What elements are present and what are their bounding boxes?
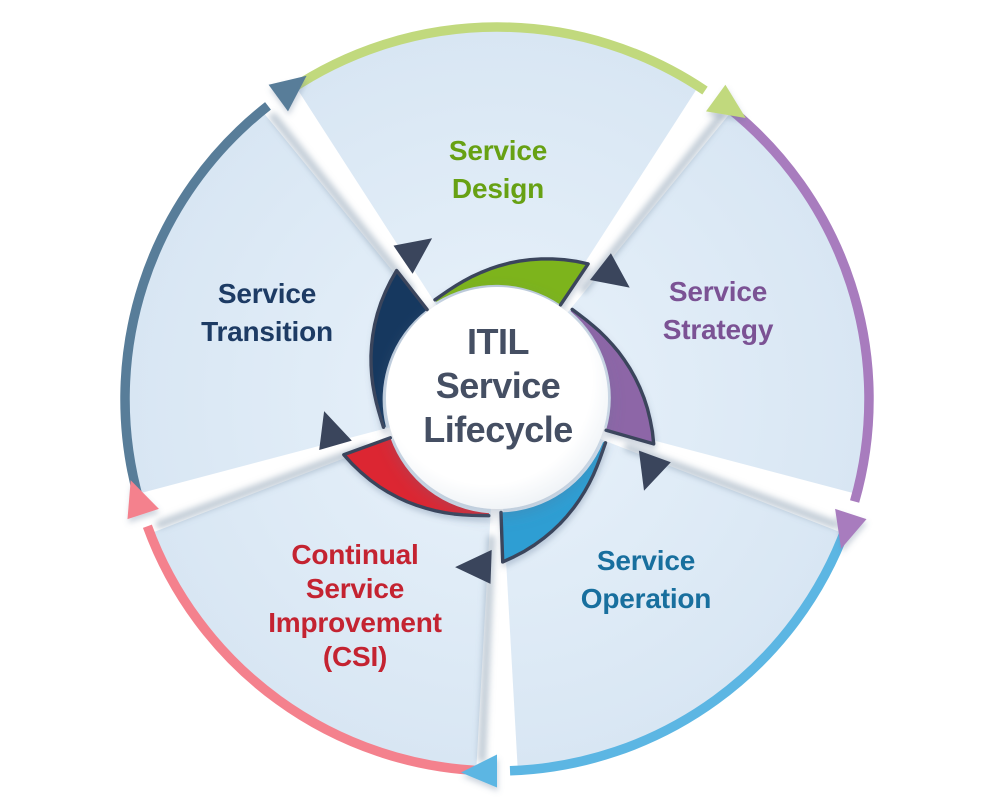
- center-title-line: Service: [435, 365, 561, 406]
- outer-arrow-service-design: [706, 84, 746, 118]
- blade-arrow-continual-service-improvement: [319, 411, 352, 450]
- outer-arc-service-transition: [120, 102, 271, 503]
- petal-service-design: [295, 27, 699, 400]
- label-service-design: Service Design: [348, 132, 648, 208]
- label-line: Service: [217, 278, 317, 309]
- blade-service-design: [435, 258, 589, 305]
- label-service-strategy: Service Strategy: [568, 273, 868, 349]
- blade-arrow-service-design: [590, 253, 630, 288]
- label-line: Operation: [580, 583, 712, 614]
- blade-arrow-service-transition: [393, 238, 433, 274]
- label-line: Service: [305, 573, 405, 604]
- outer-ring: [120, 22, 874, 776]
- blade-continual-service-improvement: [343, 437, 489, 516]
- label-line: Strategy: [662, 314, 774, 345]
- outer-arrow-service-operation: [461, 754, 497, 788]
- label-line: Continual: [291, 539, 419, 570]
- outer-arc-service-operation: [509, 524, 852, 776]
- outer-arrow-service-transition: [268, 75, 307, 112]
- outer-arc-service-design: [286, 22, 708, 95]
- blade-service-operation: [501, 441, 606, 562]
- pinwheel-arrows: [319, 238, 671, 584]
- blade-service-strategy: [570, 309, 654, 444]
- blade-outline-service-design: [433, 257, 590, 307]
- outer-arrow-continual-service-improvement: [127, 480, 159, 520]
- outer-arc-continual-service-improvement: [142, 524, 485, 776]
- center-title-line: Lifecycle: [423, 409, 573, 450]
- blade-outline-service-strategy: [570, 307, 656, 446]
- label-line: Design: [451, 173, 545, 204]
- center-circle: [386, 287, 608, 509]
- label-service-transition: Service Transition: [117, 275, 417, 351]
- divider-shadow: [269, 112, 415, 294]
- blade-service-transition: [371, 270, 428, 428]
- blade-outline-continual-service-improvement: [342, 436, 491, 518]
- pinwheel: [342, 257, 656, 564]
- label-continual-service-improvement: Continual Service Improvement (CSI): [205, 538, 505, 674]
- label-line: (CSI): [322, 641, 388, 672]
- blade-arrow-service-strategy: [638, 450, 671, 491]
- outer-arc-service-strategy: [723, 102, 874, 503]
- blade-outline-service-operation: [499, 441, 608, 564]
- outer-ring-arrows: [127, 75, 867, 788]
- label-line: Service: [668, 276, 768, 307]
- label-service-operation: Service Operation: [496, 542, 796, 618]
- label-line: Service: [596, 545, 696, 576]
- label-line: Improvement: [268, 607, 442, 638]
- blade-outline-service-transition: [369, 268, 429, 429]
- label-line: Transition: [201, 316, 333, 347]
- divider-shadow: [155, 443, 370, 529]
- label-line: Service: [448, 135, 548, 166]
- center-title: ITIL Service Lifecycle: [348, 320, 648, 452]
- blade-arrow-service-operation: [455, 549, 492, 584]
- center-title-line: ITIL: [467, 321, 529, 362]
- outer-arrow-service-strategy: [835, 508, 867, 549]
